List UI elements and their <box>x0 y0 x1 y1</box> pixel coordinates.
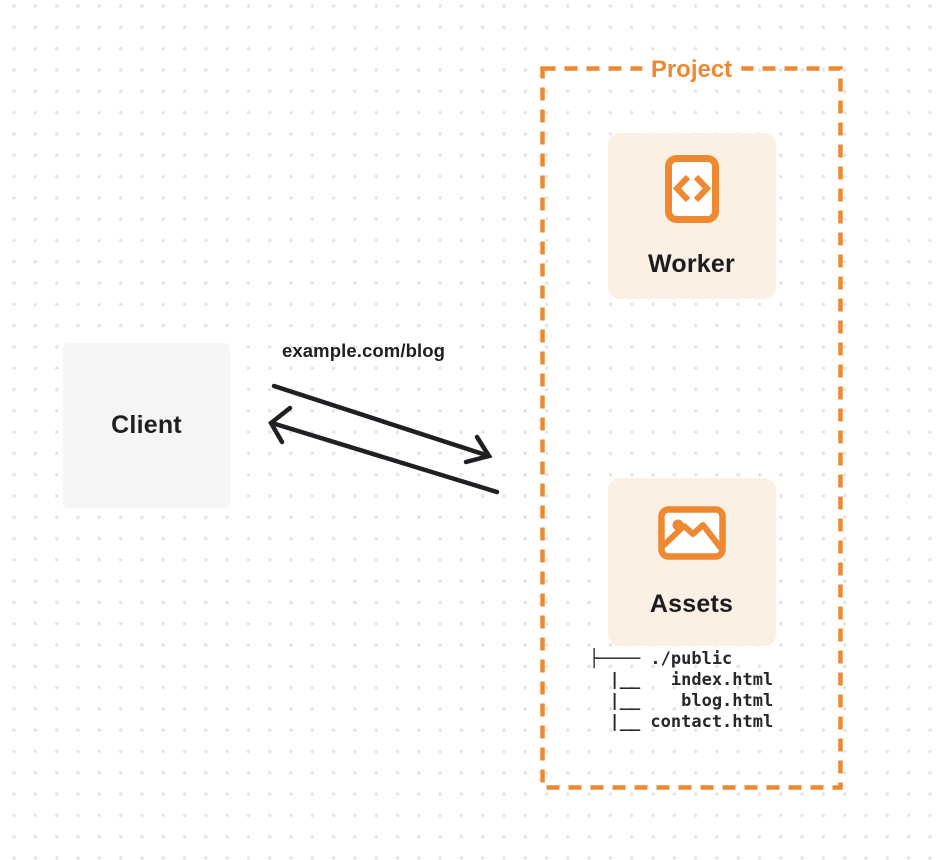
request-arrow-head <box>463 434 493 465</box>
file-tree-line-index: |__ index.html <box>589 670 774 690</box>
file-tree-line-contact: |__ contact.html <box>589 712 774 732</box>
request-arrow-line <box>271 383 492 459</box>
worker-node: Worker <box>607 133 776 299</box>
file-tree-line-public: ├──── ./public <box>589 649 733 669</box>
project-label: Project <box>641 56 742 84</box>
code-file-icon <box>664 154 719 223</box>
client-label: Client <box>111 411 182 439</box>
file-tree-line-blog: |__ blog.html <box>589 691 774 711</box>
assets-label: Assets <box>649 589 734 618</box>
worker-label: Worker <box>648 249 735 278</box>
project-boundary: Project Worker Assets ├──── ./public |__… <box>540 56 843 790</box>
client-node: Client <box>63 343 230 508</box>
response-arrow-line <box>269 420 500 495</box>
project-dashed-border <box>540 66 843 790</box>
request-url-label: example.com/blog <box>282 340 446 361</box>
assets-node: Assets <box>607 478 776 646</box>
image-icon <box>657 505 726 560</box>
response-arrow-head <box>268 405 293 445</box>
assets-file-tree: ├──── ./public |__ index.html |__ blog.h… <box>589 649 773 733</box>
